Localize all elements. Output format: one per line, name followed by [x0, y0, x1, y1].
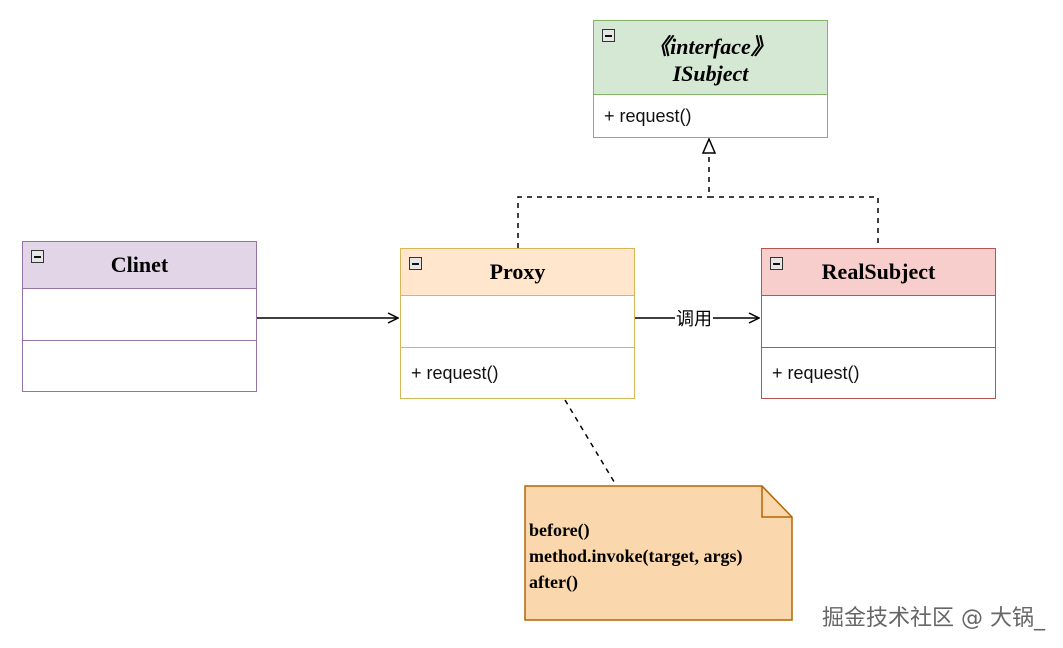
- note-link-edge: [564, 399, 617, 486]
- proxy-method: + request(): [411, 362, 499, 383]
- isubject-class[interactable]: 《interface》 ISubject + request(): [593, 20, 828, 138]
- collapse-icon[interactable]: [409, 257, 422, 270]
- client-attributes: [23, 288, 256, 340]
- realsubject-methods: + request(): [762, 347, 995, 398]
- collapse-icon[interactable]: [31, 250, 44, 263]
- isubject-stereotype: 《interface》: [648, 33, 773, 59]
- proxy-realization-edge: [517, 196, 709, 248]
- client-name: Clinet: [110, 252, 169, 277]
- proxy-class[interactable]: Proxy + request(): [400, 248, 635, 399]
- watermark: 掘金技术社区 @ 大锅_: [822, 606, 1045, 631]
- collapse-icon[interactable]: [602, 29, 615, 42]
- isubject-name: ISubject: [672, 60, 749, 86]
- realsubject-header: RealSubject: [762, 249, 995, 295]
- realsubject-method: + request(): [772, 362, 860, 383]
- client-methods: [23, 340, 256, 391]
- note-text: before() method.invoke(target, args) aft…: [529, 517, 742, 595]
- client-class[interactable]: Clinet: [22, 241, 257, 392]
- isubject-methods: + request(): [594, 94, 827, 137]
- realsubject-realization-edge: [708, 153, 879, 243]
- proxy-name: Proxy: [489, 259, 546, 284]
- realsubject-class[interactable]: RealSubject + request(): [761, 248, 996, 399]
- proxy-attributes: [401, 295, 634, 347]
- proxy-header: Proxy: [401, 249, 634, 295]
- note-line: before(): [529, 520, 590, 540]
- proxy-methods: + request(): [401, 347, 634, 398]
- client-header: Clinet: [23, 242, 256, 288]
- realsubject-name: RealSubject: [821, 259, 936, 284]
- call-edge-label: 调用: [675, 305, 713, 331]
- collapse-icon[interactable]: [770, 257, 783, 270]
- realsubject-attributes: [762, 295, 995, 347]
- note-line: method.invoke(target, args): [529, 546, 743, 566]
- isubject-header: 《interface》 ISubject: [594, 21, 827, 94]
- note-shape: [524, 485, 793, 621]
- realization-triangle-head: [701, 137, 717, 154]
- note-line: after(): [529, 572, 578, 592]
- note-fold: [761, 486, 792, 518]
- isubject-method: + request(): [604, 105, 692, 126]
